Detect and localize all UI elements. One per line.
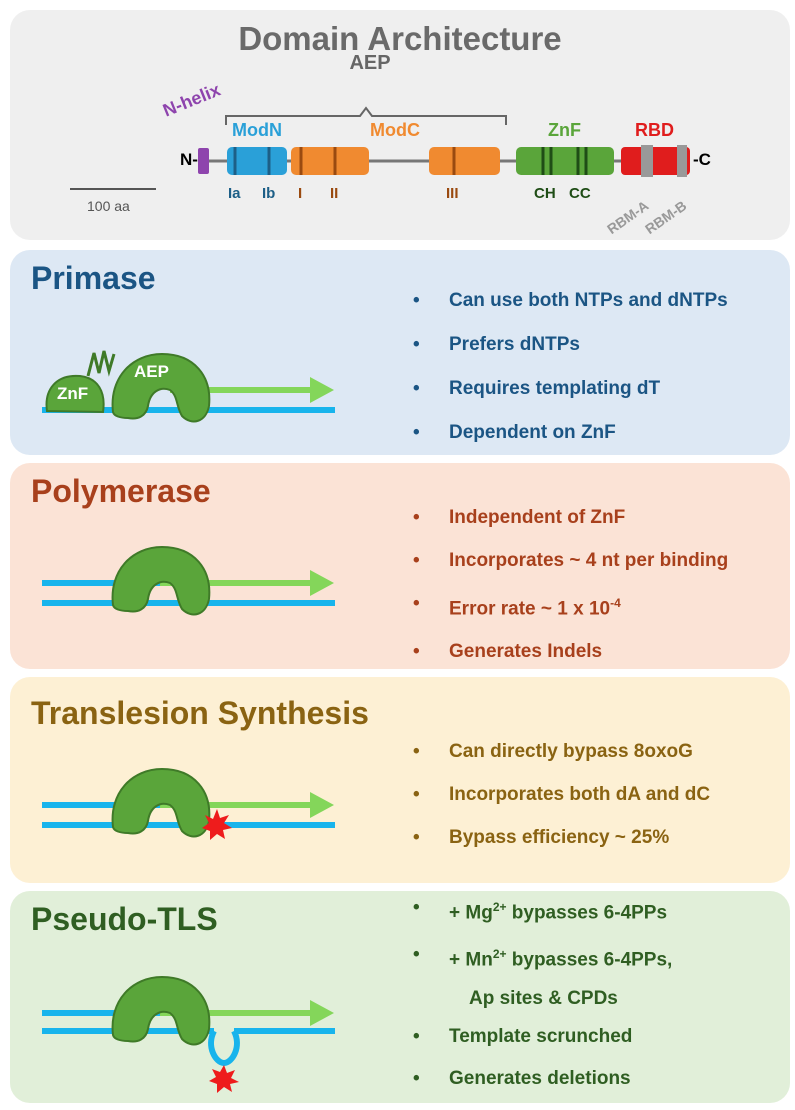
motif-ib-label: Ib xyxy=(262,185,276,202)
pseudo-tls-panel: Pseudo-TLS •+ Mg2+ bypasses 6-4PPs •+ Mn… xyxy=(10,891,790,1103)
c-terminus-label: -C xyxy=(693,150,711,169)
modn-domain xyxy=(227,147,287,175)
primase-bullet: •Can use both NTPs and dNTPs xyxy=(413,290,728,311)
polymerase-title: Polymerase xyxy=(31,473,211,509)
bullet-dot: • xyxy=(413,944,420,966)
superscript: 2+ xyxy=(492,900,507,914)
scale-bar-label: 100 aa xyxy=(87,198,130,214)
bullet-continuation: Ap sites & CPDs xyxy=(469,987,618,1009)
bullet-dot: • xyxy=(413,741,420,762)
primase-aep-label: AEP xyxy=(134,362,169,381)
domain-architecture-panel: Domain Architecture AEP N-helix N- -C xyxy=(10,10,790,240)
primer-arrowhead xyxy=(310,377,334,403)
motif-ch-label: CH xyxy=(534,185,556,202)
primase-bullet: •Dependent on ZnF xyxy=(413,422,616,443)
bullet-dot: • xyxy=(413,422,420,443)
bullet-dot: • xyxy=(413,784,420,805)
domain-architecture-title: Domain Architecture xyxy=(238,20,562,57)
rbm-a-block xyxy=(641,145,653,177)
motif-ia-label: Ia xyxy=(228,185,241,202)
primase-title: Primase xyxy=(31,260,156,296)
primer-arrowhead xyxy=(310,1000,334,1026)
primase-bullet: •Requires templating dT xyxy=(413,378,661,399)
domain-architecture-diagram xyxy=(70,106,690,190)
polymerase-bullet: •Incorporates ~ 4 nt per binding xyxy=(413,550,729,571)
primer-arrowhead xyxy=(310,792,334,818)
bullet-dot: • xyxy=(413,507,420,528)
bullet-dot: • xyxy=(413,1025,420,1047)
pseudo-tls-bullet: •+ Mn2+ bypasses 6-4PPs,Ap sites & CPDs xyxy=(413,944,673,1009)
tls-bullet-list: •Can directly bypass 8oxoG •Incorporates… xyxy=(405,741,710,848)
primase-znf-label: ZnF xyxy=(57,384,89,403)
motif-ii-label: II xyxy=(330,185,339,202)
motif-cc-label: CC xyxy=(569,185,591,202)
bullet-dot: • xyxy=(413,378,420,399)
scrunched-template-loop xyxy=(208,1029,240,1067)
n-terminus-label: N- xyxy=(180,150,198,169)
superscript: -4 xyxy=(610,596,621,610)
bullet-dot: • xyxy=(413,290,420,311)
motif-iii-label: III xyxy=(446,185,459,202)
rbm-b-block xyxy=(677,145,687,177)
znf-zigzag xyxy=(86,350,116,377)
bullet-dot: • xyxy=(413,897,420,918)
modn-label: ModN xyxy=(232,120,282,140)
modc-label: ModC xyxy=(370,120,420,140)
pseudo-tls-bullet-list: •+ Mg2+ bypasses 6-4PPs •+ Mn2+ bypasses… xyxy=(405,897,672,1089)
primase-bullet: •Prefers dNTPs xyxy=(413,334,580,355)
polymerase-bullet-list: •Independent of ZnF •Incorporates ~ 4 nt… xyxy=(405,507,728,662)
primer-arrowhead xyxy=(310,570,334,596)
rbd-domain xyxy=(621,147,690,175)
modc-domain-b xyxy=(429,147,500,175)
modc-domain-a xyxy=(291,147,369,175)
tls-bullet: •Can directly bypass 8oxoG xyxy=(413,741,693,762)
tls-bullet: •Incorporates both dA and dC xyxy=(413,784,711,805)
bullet-dot: • xyxy=(413,550,420,571)
polymerase-diagram xyxy=(42,545,335,616)
polymerase-bullet: •Independent of ZnF xyxy=(413,507,626,528)
znf-label: ZnF xyxy=(548,120,581,140)
aep-bracket xyxy=(225,106,507,125)
bullet-dot: • xyxy=(413,334,420,355)
pseudo-tls-bullet: •Generates deletions xyxy=(413,1067,631,1089)
primase-bullet-list: •Can use both NTPs and dNTPs •Prefers dN… xyxy=(405,290,728,443)
znf-blob xyxy=(45,374,105,414)
pseudo-tls-title: Pseudo-TLS xyxy=(31,901,218,937)
primase-diagram xyxy=(42,350,335,423)
aep-label: AEP xyxy=(349,52,391,74)
tls-bullet: •Bypass efficiency ~ 25% xyxy=(413,827,670,848)
bullet-dot: • xyxy=(413,1067,420,1089)
polymerase-bullet: •Generates Indels xyxy=(413,641,603,663)
polymerase-protein xyxy=(111,545,211,616)
polymerase-bullet: •Error rate ~ 1 x 10-4 xyxy=(413,593,621,620)
bullet-dot: • xyxy=(413,827,420,848)
pseudo-tls-diagram xyxy=(42,975,335,1093)
tls-title: Translesion Synthesis xyxy=(31,695,369,731)
polymerase-panel: Polymerase •Independent of ZnF •Incorpor… xyxy=(10,463,790,669)
superscript: 2+ xyxy=(492,947,507,962)
aep-protein xyxy=(111,352,211,423)
primase-panel: Primase ZnF AEP •Can use both NTPs and d… xyxy=(10,250,790,455)
motif-i-label: I xyxy=(298,185,303,202)
tls-panel: Translesion Synthesis •Can directly bypa… xyxy=(10,677,790,883)
pseudo-tls-bullet: •Template scrunched xyxy=(413,1025,633,1047)
pseudo-tls-bullet: •+ Mg2+ bypasses 6-4PPs xyxy=(413,897,668,924)
lesion-star xyxy=(202,809,232,840)
znf-domain xyxy=(516,147,614,175)
tls-diagram xyxy=(42,767,335,840)
lesion-star xyxy=(209,1065,239,1093)
tls-protein xyxy=(111,767,211,838)
rbd-label: RBD xyxy=(635,120,674,140)
nhelix-domain xyxy=(198,148,209,174)
bullet-dot: • xyxy=(413,593,420,614)
bullet-dot: • xyxy=(413,641,420,663)
pseudo-tls-protein xyxy=(111,975,211,1046)
